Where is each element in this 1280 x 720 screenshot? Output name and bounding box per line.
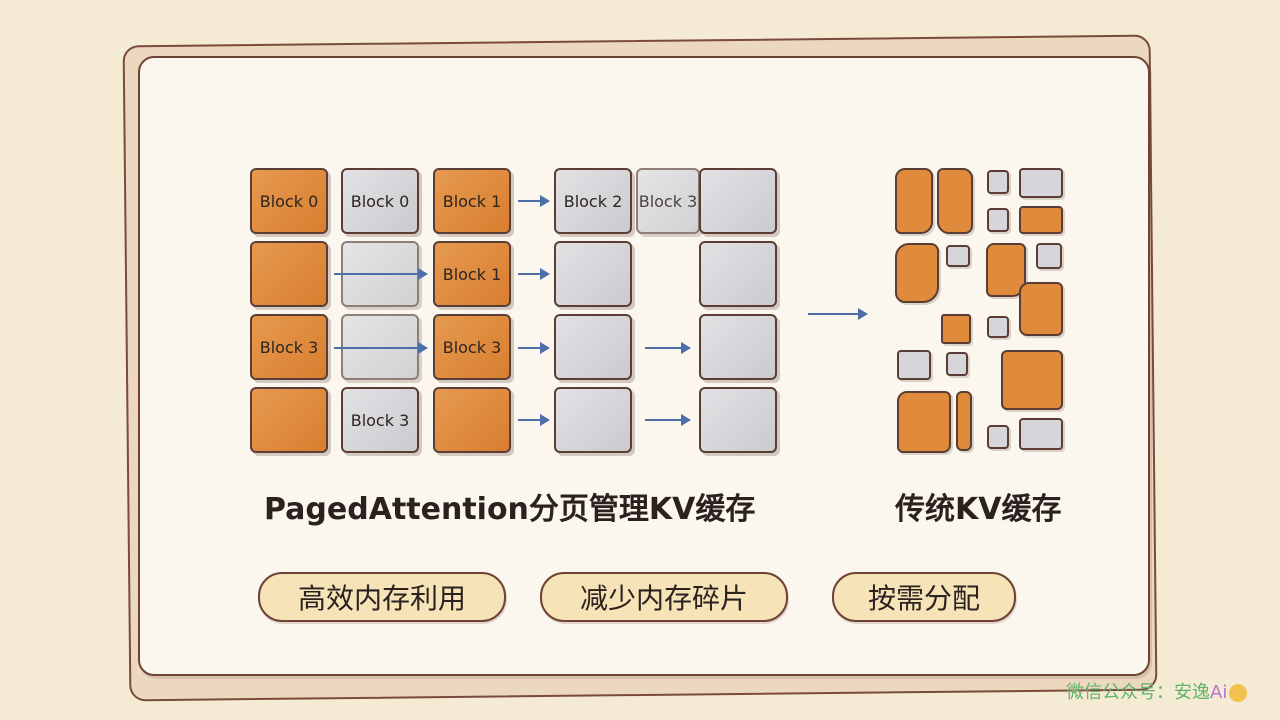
transition-arrow <box>808 308 868 320</box>
benefit-pill-memory-efficiency: 高效内存利用 <box>258 572 506 622</box>
arrow <box>518 195 550 207</box>
arrow <box>645 342 691 354</box>
fragment <box>946 352 968 376</box>
block-r3c4 <box>554 314 632 380</box>
pill-label: 高效内存利用 <box>297 582 466 615</box>
fragment <box>895 243 939 303</box>
block-r3c3: Block 3 <box>433 314 511 380</box>
fragment <box>987 425 1009 449</box>
block-r3c1: Block 3 <box>250 314 328 380</box>
block-label: Block 1 <box>442 191 502 211</box>
block-r2c3: Block 1 <box>433 241 511 307</box>
block-label: Block 0 <box>259 191 319 211</box>
block-label: Block 3 <box>638 191 698 211</box>
fragment <box>897 350 931 380</box>
arrow <box>334 268 428 280</box>
block-r4c3 <box>433 387 511 453</box>
fragment <box>987 316 1009 338</box>
block-r1c2: Block 0 <box>341 168 419 234</box>
block-r3c6 <box>699 314 777 380</box>
benefit-pill-on-demand: 按需分配 <box>832 572 1016 622</box>
fragment <box>1001 350 1063 410</box>
watermark-text: 微信公众号：安逸 <box>1066 682 1210 703</box>
block-r1c1: Block 0 <box>250 168 328 234</box>
block-r4c6 <box>699 387 777 453</box>
block-r2c4 <box>554 241 632 307</box>
fragment <box>941 314 971 344</box>
fragment <box>946 245 970 267</box>
fragment <box>1019 168 1063 198</box>
block-label: Block 0 <box>350 191 410 211</box>
fragment <box>1019 206 1063 234</box>
pill-label: 按需分配 <box>867 582 980 615</box>
arrow <box>645 414 691 426</box>
fragment <box>987 208 1009 232</box>
fragment <box>897 391 951 453</box>
fragment <box>937 168 973 234</box>
fragment <box>1036 243 1062 269</box>
fragment <box>987 170 1009 194</box>
arrow <box>518 268 550 280</box>
traditional-caption: 传统KV缓存 <box>895 492 1062 527</box>
watermark: 微信公众号：安逸Ai <box>1066 678 1248 704</box>
benefit-pill-less-fragmentation: 减少内存碎片 <box>540 572 788 622</box>
block-r4c1 <box>250 387 328 453</box>
block-r1c5: Block 3 <box>636 168 700 234</box>
paged-caption: PagedAttention分页管理KV缓存 <box>264 492 756 527</box>
block-r1c6 <box>699 168 777 234</box>
arrow <box>334 342 428 354</box>
fragment <box>895 168 933 234</box>
block-label: Block 3 <box>442 337 502 357</box>
block-r2c6 <box>699 241 777 307</box>
pill-label: 减少内存碎片 <box>579 582 748 615</box>
block-label: Block 3 <box>259 337 319 357</box>
block-label: Block 3 <box>350 410 410 430</box>
block-r4c2: Block 3 <box>341 387 419 453</box>
watermark-ai: Ai <box>1210 682 1228 703</box>
moon-icon <box>1229 684 1248 702</box>
fragment <box>956 391 972 451</box>
block-label: Block 1 <box>442 264 502 284</box>
block-r1c4: Block 2 <box>554 168 632 234</box>
block-r1c3: Block 1 <box>433 168 511 234</box>
block-r2c1 <box>250 241 328 307</box>
arrow <box>518 342 550 354</box>
block-label: Block 2 <box>563 191 623 211</box>
block-r4c4 <box>554 387 632 453</box>
fragment <box>1019 418 1063 450</box>
fragment <box>1019 282 1063 336</box>
arrow <box>518 414 550 426</box>
